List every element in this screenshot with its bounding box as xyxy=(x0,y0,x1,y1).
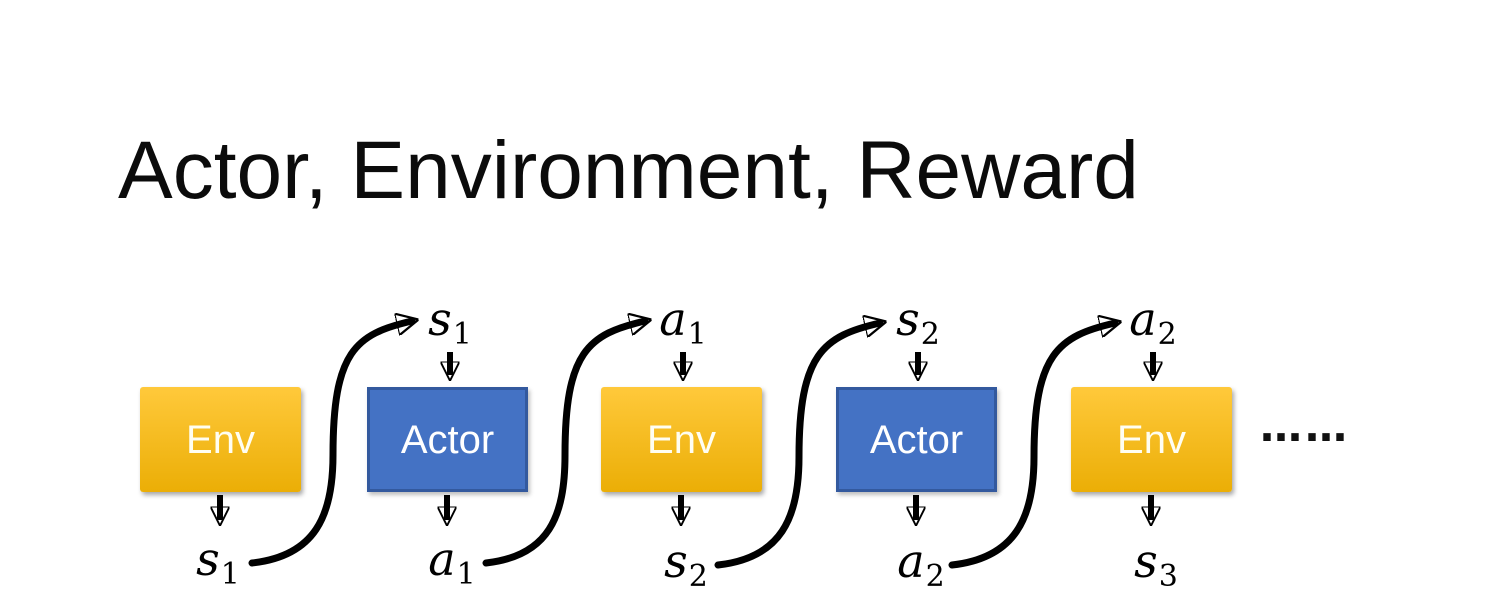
env-box-3-label: Env xyxy=(1117,417,1186,462)
env-box-1: Env xyxy=(140,387,301,492)
env-box-3: Env xyxy=(1071,387,1232,492)
label-s2-top: s2 xyxy=(896,292,940,352)
label-s1-bottom: s1 xyxy=(196,532,240,592)
label-s2-bottom: s2 xyxy=(664,534,708,594)
env-box-2-label: Env xyxy=(647,417,716,462)
actor-box-2: Actor xyxy=(836,387,997,492)
env-box-2: Env xyxy=(601,387,762,492)
label-s1-top: s1 xyxy=(428,292,472,352)
label-a1-top: a1 xyxy=(659,292,707,352)
label-s3-bottom: s3 xyxy=(1134,534,1178,594)
actor-box-1: Actor xyxy=(367,387,528,492)
label-a2-bottom: a2 xyxy=(897,534,945,594)
label-a1-bottom: a1 xyxy=(428,532,476,592)
label-a2-top: a2 xyxy=(1129,292,1177,352)
env-box-1-label: Env xyxy=(186,417,255,462)
slide-title: Actor, Environment, Reward xyxy=(118,125,1139,216)
actor-box-1-label: Actor xyxy=(400,417,495,462)
actor-box-2-label: Actor xyxy=(869,417,964,462)
continuation-dots: …… xyxy=(1260,402,1350,451)
